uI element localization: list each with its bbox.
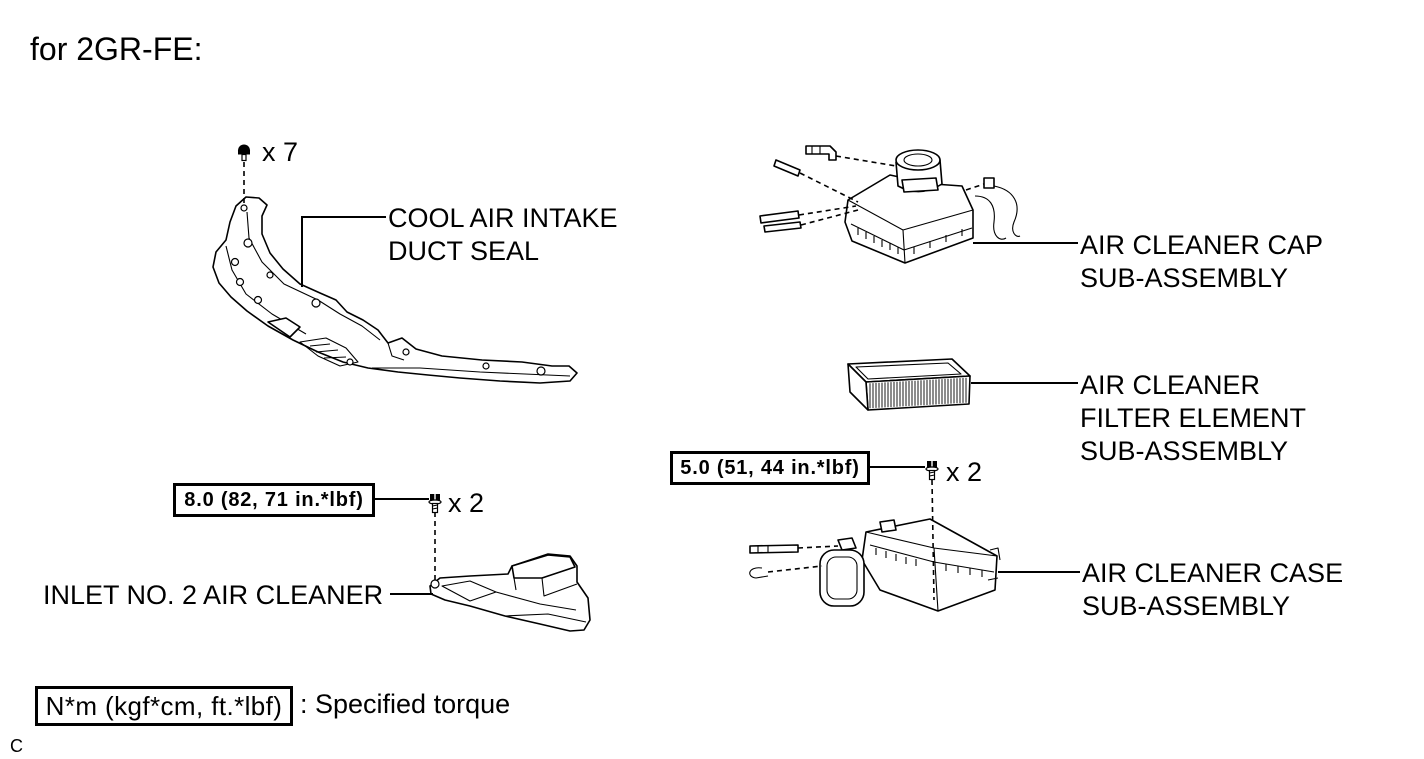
duct-seal-leader [301, 216, 386, 287]
case-hose [749, 544, 799, 554]
duct-seal-label-marks [309, 343, 347, 359]
case-torque-spec: 5.0 (51, 44 in.*lbf) [670, 451, 870, 485]
case-clamp-teeth [875, 548, 983, 577]
duct-seal-holes [230, 204, 546, 376]
leader-lines [301, 216, 1080, 595]
case-bolt-path [931, 479, 935, 601]
torque-unit-legend-box: N*m (kgf*cm, ft.*lbf) [35, 686, 293, 726]
case-hose-clip [749, 567, 769, 579]
cap-nozzle-opening [903, 153, 933, 167]
filter-label-line-1: AIR CLEANER [1080, 370, 1261, 400]
inlet-edges [495, 577, 587, 623]
inlet-torque-spec: 8.0 (82, 71 in.*lbf) [173, 483, 375, 517]
clip-icon [237, 144, 251, 162]
duct-seal-hole [346, 358, 354, 366]
duct-seal-hole [482, 362, 490, 370]
duct-seal-hole [536, 366, 546, 376]
case-hose-paths [767, 545, 839, 573]
page-title: for 2GR-FE: [30, 31, 203, 67]
cool-air-intake-duct-seal [212, 196, 578, 384]
cap-nozzle-rim [895, 149, 941, 171]
filter-pleats [869, 377, 967, 409]
cap-label-line-1: AIR CLEANER CAP [1080, 230, 1324, 260]
case-label-line-1: AIR CLEANER CASE [1082, 558, 1344, 588]
case-hose-detail [757, 546, 769, 553]
vent-hose-upper [773, 159, 801, 177]
cap-body-edges [847, 199, 974, 264]
duct-seal-hole [243, 238, 253, 248]
duct-seal-label-line-2: DUCT SEAL [388, 236, 540, 266]
cap-connector [983, 177, 995, 189]
bolt-icon [925, 461, 939, 481]
case-intake-opening [819, 549, 865, 607]
duct-seal-hole [230, 257, 240, 267]
inlet-no2-air-cleaner [429, 553, 591, 632]
inlet-opening [441, 580, 497, 602]
case-right-bracket [987, 547, 1001, 581]
cap-wire-harness [974, 185, 1021, 240]
duct-seal-label-line-1: COOL AIR INTAKE [388, 203, 618, 233]
filter-side-face [847, 363, 869, 411]
bolt-icon [428, 494, 442, 514]
cap-label-line-2: SUB-ASSEMBLY [1080, 263, 1289, 293]
duct-seal-hole [311, 298, 321, 308]
torque-legend-description: : Specified torque [300, 689, 511, 719]
cap-hose-paths [798, 155, 985, 226]
air-cleaner-case-sub-assembly [749, 518, 1001, 612]
figure-code: C [10, 736, 23, 756]
cap-nozzle-clamp [901, 177, 939, 193]
inlet-bolt-hole [430, 579, 440, 589]
air-cleaner-filter-element [847, 358, 971, 411]
cap-clamp-teeth [857, 228, 963, 254]
inlet-label: INLET NO. 2 AIR CLEANER [43, 580, 384, 610]
duct-seal-quantity: x 7 [262, 137, 299, 167]
case-bolt-quantity: x 2 [946, 457, 983, 487]
duct-seal-hole [253, 295, 263, 305]
duct-seal-hole [235, 277, 245, 287]
vent-hose-lower-1 [759, 210, 800, 224]
hose-clip-detail [811, 146, 821, 154]
duct-seal-notch [387, 342, 405, 361]
filter-top-frame [855, 362, 962, 380]
case-label-line-2: SUB-ASSEMBLY [1082, 591, 1291, 621]
case-clip [879, 519, 897, 533]
duct-seal-window-tab [267, 317, 301, 338]
duct-seal-label-plate [299, 337, 359, 367]
case-clip [837, 537, 857, 551]
case-tub [861, 518, 998, 612]
duct-seal-hole [240, 204, 248, 212]
assembly-paths [243, 155, 985, 601]
inlet-bolt-quantity: x 2 [448, 488, 485, 518]
filter-label-line-3: SUB-ASSEMBLY [1080, 436, 1289, 466]
duct-seal-hole [402, 348, 410, 356]
duct-seal-hole [266, 271, 274, 279]
duct-seal-outline [212, 196, 578, 384]
vent-hose-lower-2 [763, 221, 802, 233]
filter-label-line-2: FILTER ELEMENT [1080, 403, 1307, 433]
air-cleaner-cap-sub-assembly [759, 145, 1021, 264]
case-intake-inner [826, 556, 858, 600]
hose-clip [805, 145, 837, 161]
